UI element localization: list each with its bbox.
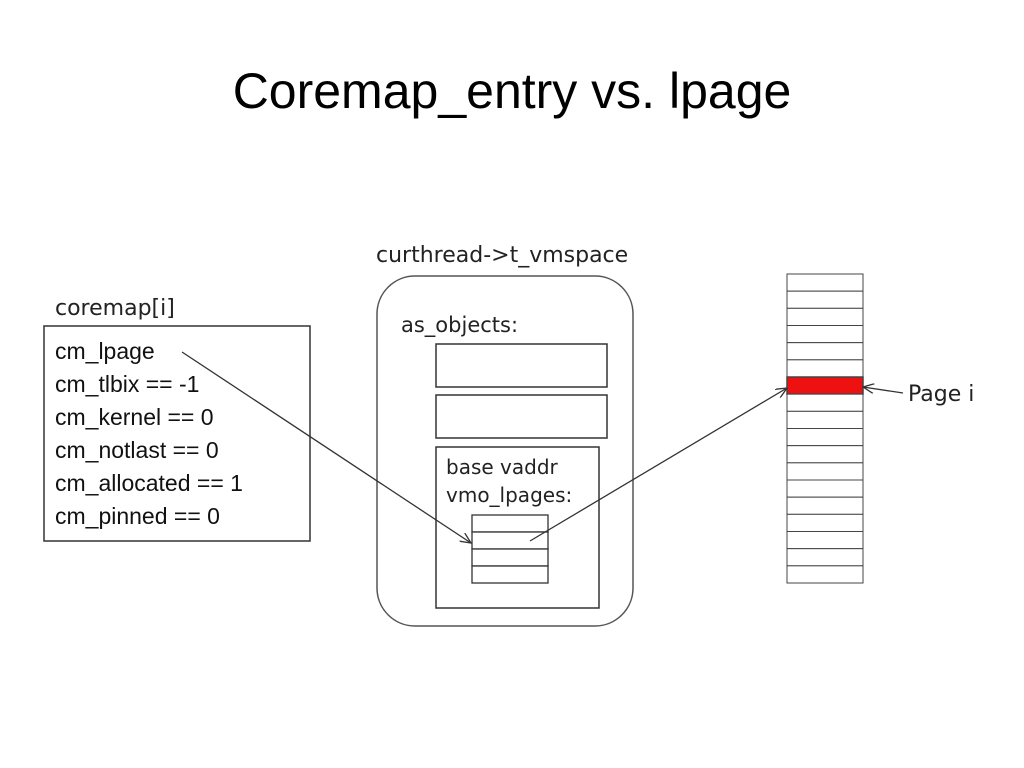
vmspace-label: curthread->t_vmspace (376, 243, 628, 268)
coremap-field: cm_tlbix == -1 (55, 371, 199, 397)
page-i-label: Page i (908, 382, 974, 407)
memory-page (786, 531, 864, 550)
lpage-slot (471, 548, 549, 567)
coremap-field: cm_kernel == 0 (55, 404, 214, 430)
vmo-lpages-label: vmo_lpages: (446, 483, 572, 507)
arrow-cm-lpage-to-lpage (181, 351, 471, 543)
arrow-lpage-to-page-i (529, 388, 787, 542)
coremap-entry-box (43, 325, 311, 542)
as-object-box (435, 394, 608, 439)
memory-page (786, 273, 864, 292)
memory-page (786, 307, 864, 326)
memory-page (786, 496, 864, 515)
slide-title: Coremap_entry vs. lpage (232, 63, 792, 119)
arrow-label-to-page-i (863, 387, 904, 394)
as-objects-label: as_objects: (401, 313, 518, 338)
memory-page (786, 462, 864, 481)
memory-page (786, 393, 864, 412)
memory-page (786, 445, 864, 464)
coremap-field: cm_lpage (55, 338, 155, 364)
memory-page (786, 479, 864, 498)
coremap-label: coremap[i] (55, 296, 175, 321)
memory-page (786, 513, 864, 533)
memory-page (786, 325, 864, 344)
memory-page (786, 342, 864, 361)
coremap-field: cm_allocated == 1 (55, 470, 243, 496)
memory-page (786, 359, 864, 378)
memory-page (786, 548, 864, 567)
memory-page (786, 410, 864, 429)
memory-page (786, 428, 864, 447)
as-object-box (435, 343, 608, 388)
lpage-slot (471, 514, 549, 533)
lpage-array (471, 514, 549, 584)
coremap-field: cm_pinned == 0 (55, 503, 220, 529)
base-vaddr-label: base vaddr (446, 455, 559, 479)
coremap-field: cm_notlast == 0 (55, 437, 219, 463)
lpage-slot (471, 531, 549, 550)
lpage-slot (471, 565, 549, 584)
physical-memory (786, 273, 864, 584)
memory-page (786, 565, 864, 584)
page-i-highlight (786, 376, 864, 395)
memory-page (786, 290, 864, 309)
